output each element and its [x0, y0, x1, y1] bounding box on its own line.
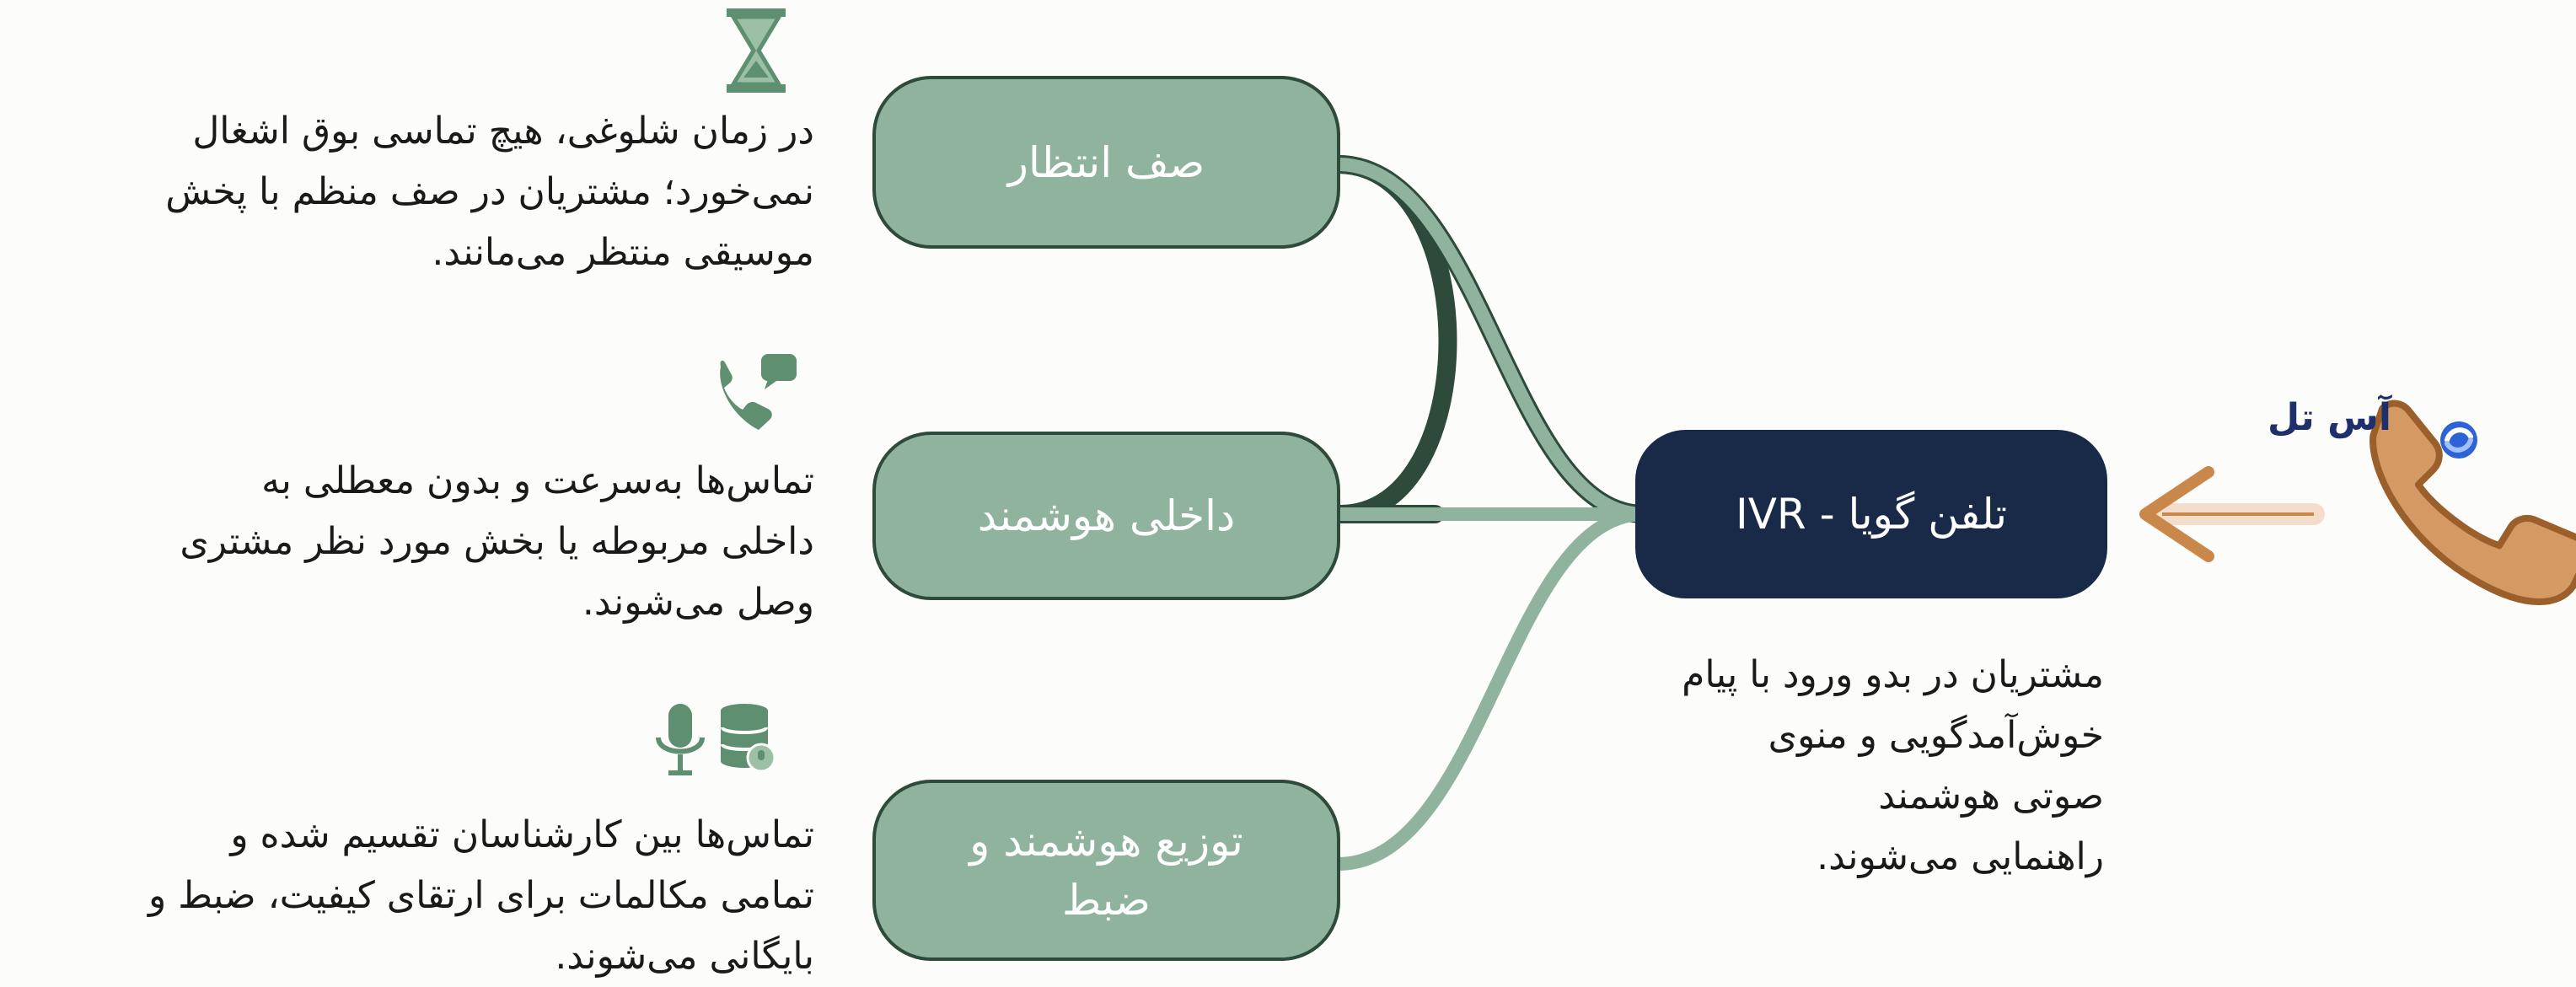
branch-smart-extension-label: داخلی هوشمند — [977, 491, 1236, 540]
hourglass-icon — [727, 8, 786, 93]
ivr-description: مشتریان در بدو ورود با پیام خوش‌آمدگویی … — [1682, 645, 2104, 888]
description-line: بایگانی می‌شوند. — [555, 935, 814, 978]
connector-line-queue — [1334, 158, 1650, 521]
branch-queue[interactable]: صف انتظار — [872, 76, 1340, 249]
description-line: صوتی هوشمند — [1878, 775, 2104, 818]
ivr-node[interactable]: تلفن گویا - IVR — [1635, 430, 2107, 598]
brand-name: آس تل — [2267, 396, 2391, 439]
branch-queue-label: صف انتظار — [1007, 137, 1205, 187]
telephone-icon — [2369, 400, 2576, 606]
description-line: در زمان شلوغی، هیچ تماسی بوق اشغال — [192, 110, 814, 153]
description-line: نمی‌خورد؛ مشتریان در صف منظم با پخش — [165, 170, 814, 213]
phone-chat-icon — [720, 354, 797, 430]
branch-distribution-label-line2: ضبط — [1062, 875, 1151, 925]
description-line: راهنمایی می‌شوند. — [1817, 835, 2104, 878]
description-line: موسیقی منتظر می‌مانند. — [432, 231, 814, 274]
description-line: تماس‌ها به‌سرعت و بدون معطلی به — [261, 459, 814, 502]
description-line: تماس‌ها بین کارشناسان تقسیم شده و — [230, 813, 814, 856]
incoming-arrow-icon — [2139, 466, 2325, 562]
description-line: تمامی مکالمات برای ارتقای کیفیت، ضبط و — [148, 874, 814, 917]
ivr-node-label: تلفن گویا - IVR — [1735, 490, 2008, 539]
description-line: داخلی مربوطه یا بخش مورد نظر مشتری — [180, 520, 814, 563]
branch-smart-extension-description: تماس‌ها به‌سرعت و بدون معطلی به داخلی مر… — [180, 451, 814, 633]
brand-logo-icon — [2440, 421, 2477, 459]
branch-smart-extension[interactable]: داخلی هوشمند — [872, 432, 1340, 600]
microphone-database-icon — [656, 704, 776, 775]
description-line: خوش‌آمدگویی و منوی — [1768, 714, 2104, 757]
connector-line-distribution — [1334, 507, 1650, 871]
description-line: مشتریان در بدو ورود با پیام — [1682, 653, 2104, 696]
branch-queue-description: در زمان شلوغی، هیچ تماسی بوق اشغال نمی‌خ… — [165, 101, 814, 283]
branch-distribution-description: تماس‌ها بین کارشناسان تقسیم شده و تمامی … — [148, 805, 814, 987]
description-line: وصل می‌شوند. — [582, 581, 814, 624]
branch-distribution-label-line1: توزیع هوشمند و — [969, 816, 1243, 866]
branch-distribution-recording[interactable]: توزیع هوشمند و ضبط — [872, 780, 1340, 961]
